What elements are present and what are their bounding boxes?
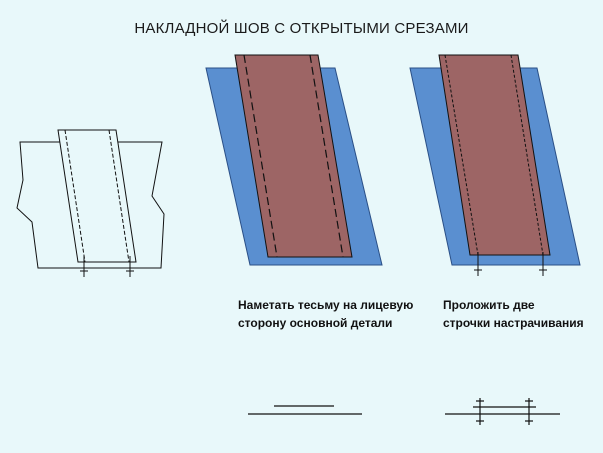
caption-line: сторону основной детали <box>238 316 393 330</box>
caption-basting: Наметать тесьму на лицевую сторону основ… <box>238 296 413 332</box>
caption-line: Наметать тесьму на лицевую <box>238 298 414 312</box>
basting-stitch-right <box>108 129 130 263</box>
stitch-line-left <box>444 54 479 256</box>
stitch-line-right <box>510 54 544 256</box>
basting-stitch-right <box>309 54 344 258</box>
basting-stitch-left <box>64 129 86 263</box>
caption-line: строчки настрачивания <box>443 316 584 330</box>
caption-stitching: Проложить две строчки настрачивания <box>443 296 584 332</box>
caption-line: Проложить две <box>443 298 535 312</box>
basting-stitch-left <box>243 54 278 258</box>
tape <box>234 54 353 258</box>
panel-stitching <box>409 54 581 425</box>
panel-sketch <box>16 129 165 277</box>
tape-outline <box>57 129 137 263</box>
tape <box>438 54 551 256</box>
diagram-title: НАКЛАДНОЙ ШОВ С ОТКРЫТЫМИ СРЕЗАМИ <box>134 20 469 37</box>
panel-basting <box>205 54 383 415</box>
